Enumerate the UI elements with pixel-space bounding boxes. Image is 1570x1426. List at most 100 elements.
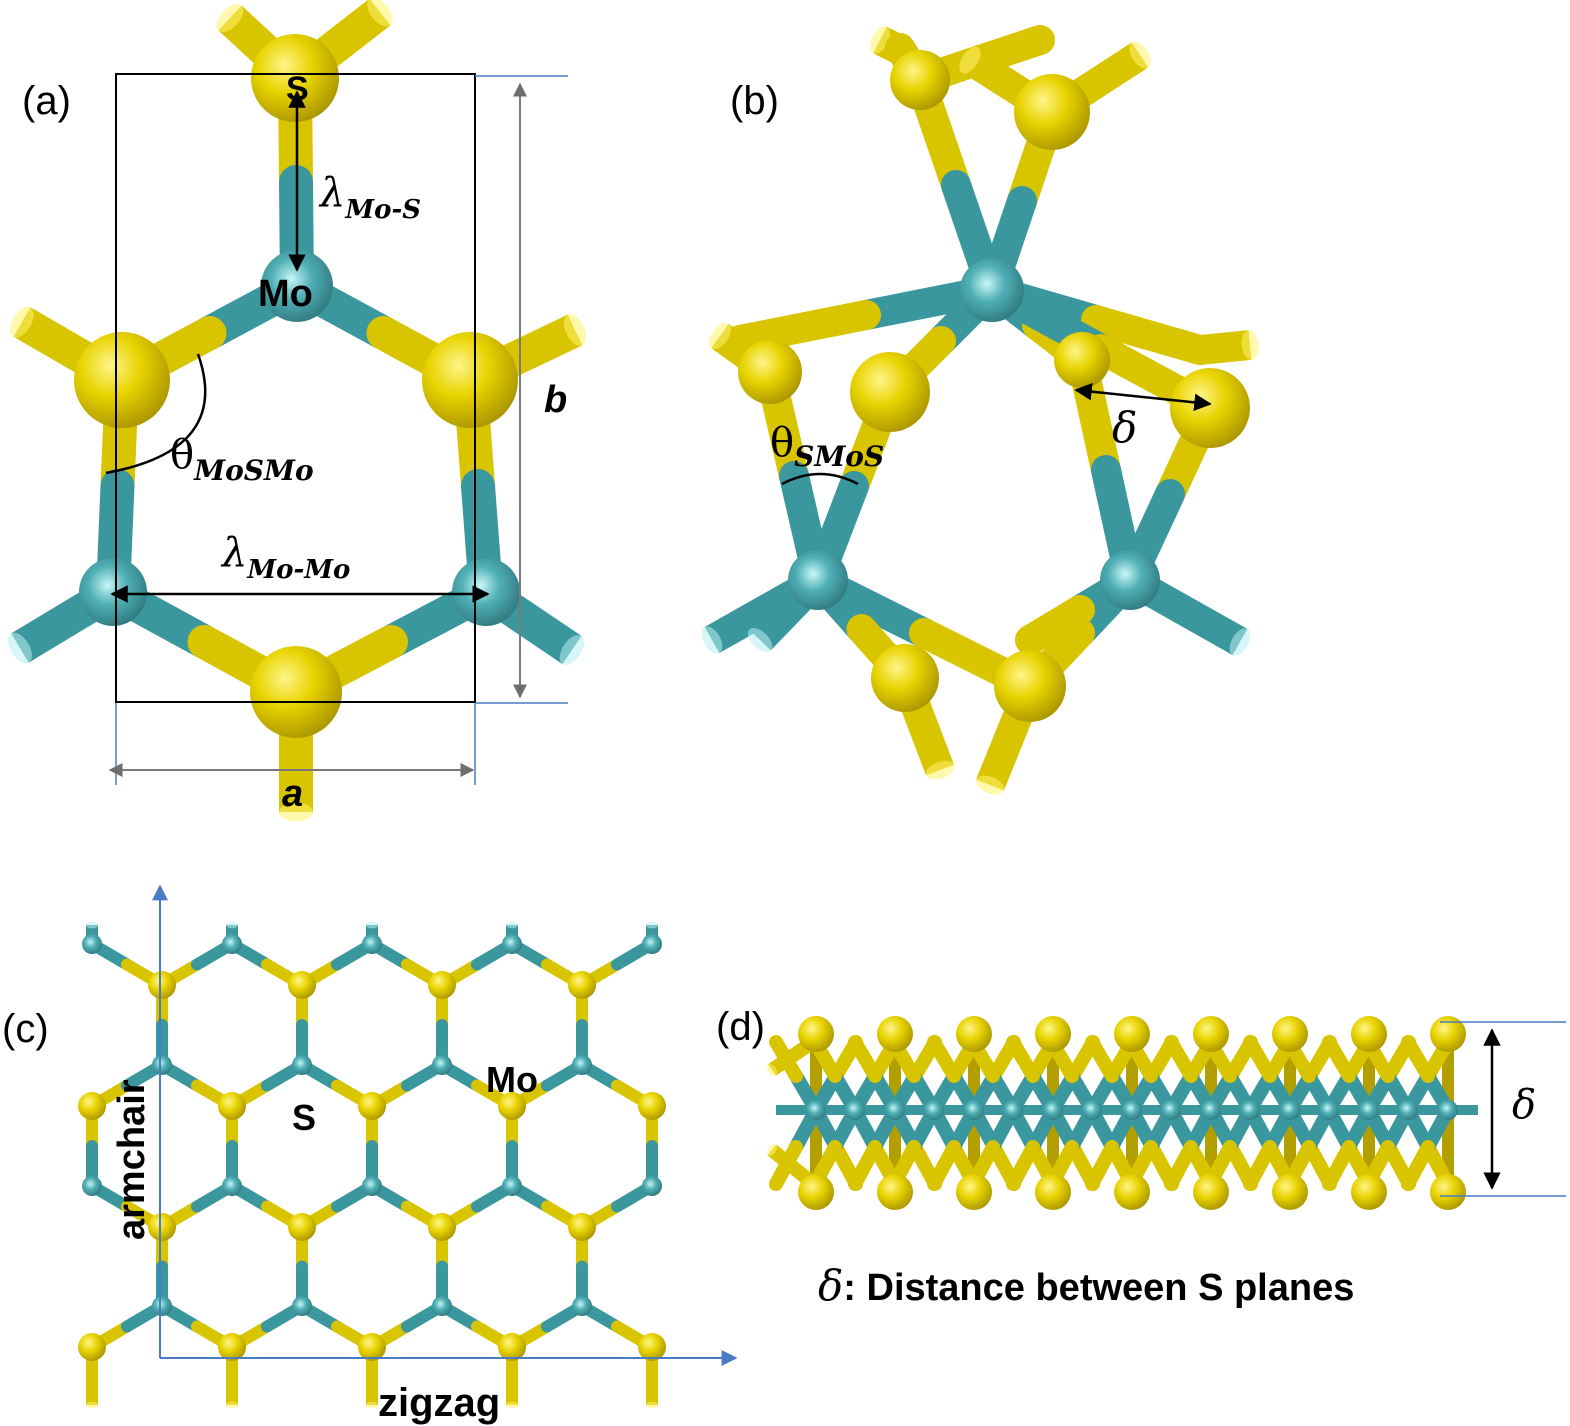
mo-s-bond (1006, 1035, 1040, 1083)
mo-s-bond (725, 300, 881, 355)
bond-stub-cap (366, 921, 378, 929)
bond-stub-cap (959, 46, 981, 74)
mo-s-bond (927, 1140, 961, 1191)
bond-stub-cap (766, 1063, 778, 1077)
mo-atom (642, 1176, 662, 1196)
mo-s-bond (848, 1035, 882, 1083)
s-atom (251, 34, 339, 122)
panel-b-label: (b) (730, 79, 779, 123)
mo-s-bond (1401, 1035, 1435, 1083)
panel-d-label: (d) (716, 1005, 765, 1049)
s-atom (498, 1333, 526, 1361)
mo-s-bond (1243, 1035, 1277, 1083)
s-atom (1430, 1016, 1466, 1052)
s-atom (1351, 1016, 1387, 1052)
theta-smos-symbol: θ (770, 420, 794, 466)
bond-stub-cap (563, 314, 587, 346)
mo-atom (1003, 1100, 1023, 1120)
atom-label-mo-c: Mo (486, 1059, 538, 1100)
lambda-mo-mo-subscript: Mo-Mo (246, 555, 350, 585)
bond-stub-cap (86, 921, 98, 929)
mo-atom (572, 1296, 592, 1316)
s-atom (422, 332, 518, 428)
panel-c: (c) S Mo armchair zigzag (2, 884, 738, 1425)
smos-angle-arc (781, 472, 859, 486)
mo-atom (1319, 1100, 1339, 1120)
delta-caption-text: : Distance between S planes (843, 1267, 1354, 1309)
mo-s-bond (1322, 1035, 1356, 1083)
bond-stub-cap (766, 1144, 778, 1156)
mo-s-bond (1243, 1140, 1277, 1191)
panel-c-atoms (78, 934, 666, 1361)
s-atom (428, 971, 456, 999)
panel-d: (d) δ δ: Distance between S planes (716, 1005, 1566, 1310)
s-atom (568, 1213, 596, 1241)
s-atom (428, 1213, 456, 1241)
bond-stub-cap (10, 306, 34, 338)
s-atom (288, 971, 316, 999)
s-atom (871, 644, 939, 712)
bond-stub-cap (747, 628, 773, 652)
mo-atom (1100, 550, 1160, 610)
delta-arrow-b (1074, 382, 1212, 412)
mo-atom (1398, 1100, 1418, 1120)
s-atom (1430, 1174, 1466, 1210)
s-atom (1193, 1016, 1229, 1052)
s-atom (638, 1333, 666, 1361)
s-atom (78, 1333, 106, 1361)
mo-atom (885, 1100, 905, 1120)
mo-atom (788, 550, 848, 610)
s-atom (877, 1016, 913, 1052)
bond-stub-cap (226, 921, 238, 929)
bond-stub-cap (226, 1401, 238, 1409)
bond-stub-cap (1129, 41, 1151, 69)
s-atom (798, 1174, 834, 1210)
mo-atom (452, 558, 520, 626)
lambda-mo-mo-label: λMo-Mo (220, 530, 350, 585)
mo-atom (960, 258, 1024, 322)
theta-mosmo-symbol: θ (170, 432, 194, 478)
delta-label-b: δ (1112, 403, 1137, 452)
bond-stub-cap (701, 626, 723, 654)
mo-atom (1438, 1100, 1458, 1120)
bond-stub-cap (367, 0, 393, 27)
atom-label-s: S (286, 70, 309, 108)
bond-stub-cap (975, 775, 1005, 795)
bond-stub-cap (646, 921, 658, 929)
mo-s-bond (1164, 1035, 1198, 1083)
s-atom (218, 1333, 246, 1361)
mo-s-bond (1322, 1140, 1356, 1191)
mo-atom (222, 1176, 242, 1196)
panel-a-atoms (74, 34, 520, 738)
mo-atom (1043, 1100, 1063, 1120)
s-atom (638, 1092, 666, 1120)
s-atom (288, 1213, 316, 1241)
mo-atom (261, 250, 333, 322)
delta-label-d: δ (1512, 1082, 1536, 1128)
mo-atom (222, 934, 242, 954)
s-atom (1035, 1016, 1071, 1052)
lambda-mo-s-label: λMo-S (318, 170, 421, 225)
s-atom (1054, 332, 1110, 388)
bond-stub-cap (646, 1401, 658, 1409)
theta-smos-subscript: SMoS (794, 440, 884, 473)
s-atom (1272, 1016, 1308, 1052)
mo-s-bond (1006, 1140, 1040, 1191)
mo-s-bond (1401, 1140, 1435, 1191)
bond-stub-cap (216, 3, 244, 33)
mo-atom (1201, 1100, 1221, 1120)
panel-c-label: (c) (2, 1007, 49, 1051)
s-atom (498, 1092, 526, 1120)
mo-atom (152, 1296, 172, 1316)
mo-atom (1280, 1100, 1300, 1120)
mo-atom (964, 1100, 984, 1120)
bond-stub-cap (8, 632, 32, 664)
s-atom (956, 1174, 992, 1210)
atom-label-mo: Mo (258, 273, 313, 315)
mo-atom (432, 1055, 452, 1075)
mo-atom (642, 934, 662, 954)
bond-stub-cap (366, 1401, 378, 1409)
mo-atom (924, 1100, 944, 1120)
zigzag-label: zigzag (378, 1381, 500, 1425)
